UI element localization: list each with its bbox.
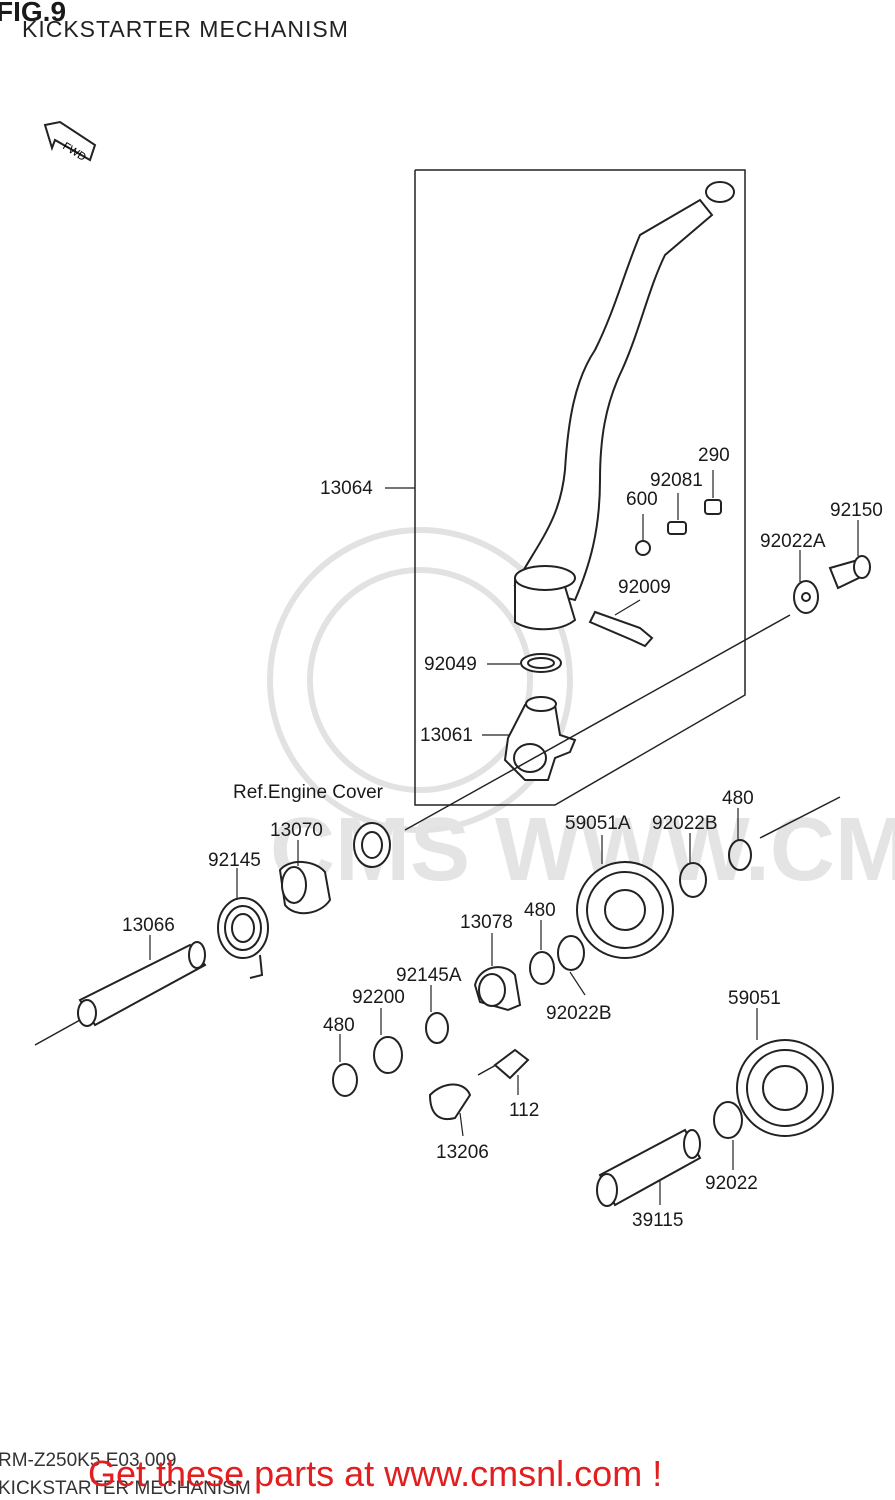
part-label: 92022A (760, 531, 826, 552)
part-label: 13066 (122, 915, 175, 936)
diagram-caption: KICKSTARTER MECHANISM (0, 1478, 251, 1499)
kickstarter-shaft (77, 941, 207, 1027)
kick-spring (217, 897, 269, 979)
part-label: 480 (524, 900, 556, 921)
figure-title: KICKSTARTER MECHANISM (22, 16, 349, 42)
part-label: 92150 (830, 500, 883, 521)
lever-small-parts (520, 499, 722, 673)
part-label: 92145 (208, 850, 261, 871)
circlips (332, 839, 752, 1139)
gear-59051 (736, 1039, 834, 1137)
part-label: 92022B (652, 813, 718, 834)
part-label: 92022B (546, 1003, 612, 1024)
leader-lines (149, 470, 859, 1205)
washer-bolt (793, 555, 871, 614)
diagram-code: RM-Z250K5 E03 009 (0, 1450, 177, 1471)
part-label: 59051 (728, 988, 781, 1009)
part-label: 112 (509, 1100, 540, 1121)
kick-shaft-part (503, 696, 577, 781)
gear-59051a (576, 861, 674, 959)
part-label: 13061 (420, 725, 473, 746)
part-label: 59051A (565, 813, 631, 834)
axis-lines (34, 614, 841, 1076)
part-label: 13206 (436, 1142, 489, 1163)
part-label: Ref.Engine Cover (233, 782, 383, 803)
shaft-39115 (596, 1128, 702, 1207)
part-label: 13078 (460, 912, 513, 933)
part-label: 480 (722, 788, 754, 809)
part-label: 92145A (396, 965, 462, 986)
ratchet-13078 (473, 966, 522, 1012)
part-label: 92009 (618, 577, 671, 598)
assembly-frame (414, 169, 746, 806)
part-label: 92049 (424, 654, 477, 675)
figure-number: FIG.9 (0, 0, 67, 27)
guide-and-bolt (428, 1048, 530, 1120)
part-label: 92200 (352, 987, 405, 1008)
part-label: 290 (698, 445, 730, 466)
part-label: 92081 (650, 470, 703, 491)
kick-lever (513, 181, 735, 631)
part-label: 13070 (270, 820, 323, 841)
seal-parts (278, 822, 391, 915)
fwd-arrow-icon: FWD (43, 120, 97, 164)
part-label: 39115 (632, 1210, 684, 1231)
part-label: 480 (323, 1015, 355, 1036)
part-label: 92022 (705, 1173, 758, 1194)
cmsnl-link[interactable]: Get these parts at www.cmsnl.com ! (88, 1453, 663, 1494)
part-label: 600 (626, 489, 658, 510)
part-label: 13064 (320, 478, 373, 499)
